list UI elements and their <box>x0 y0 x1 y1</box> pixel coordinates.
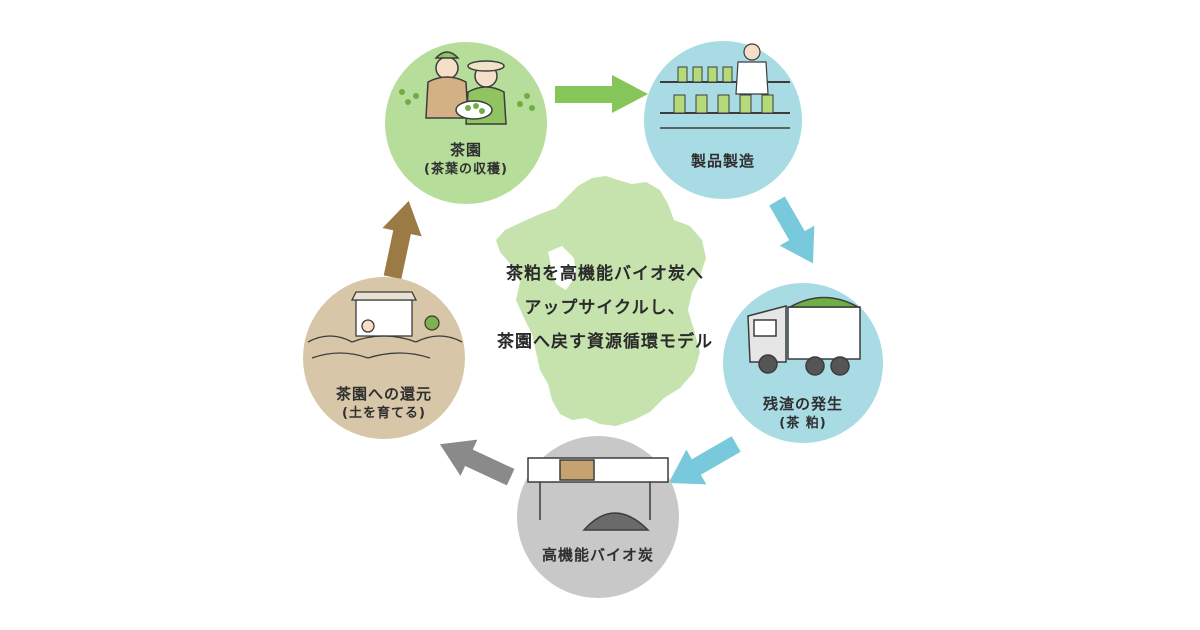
center-title-line-2: アップサイクルし、 <box>524 298 686 318</box>
node-biochar <box>517 436 679 598</box>
label-residue: 残渣の発生 (茶 粕) <box>743 394 863 434</box>
return-title: 茶園への還元 <box>335 385 432 403</box>
arrow-garden-to-manufacturing <box>555 75 648 113</box>
return-subtitle: (土を育てる) <box>342 406 426 421</box>
arrow-residue-to-biochar <box>668 436 741 485</box>
tea-garden-title: 茶園 <box>449 141 482 159</box>
farmers-illustration <box>425 51 507 125</box>
label-return-to-garden: 茶園への還元 (土を育てる) <box>314 384 454 424</box>
center-title-line-3: 茶園へ戻す資源循環モデル <box>497 332 713 352</box>
arrow-return-to-garden <box>382 200 422 280</box>
tea-bush-left <box>399 89 535 111</box>
label-tea-garden: 茶園 (茶葉の収穫) <box>406 140 526 180</box>
bottle-shelf-illustration <box>660 43 790 129</box>
label-manufacturing: 製品製造 <box>663 151 783 171</box>
arrow-manufacturing-to-residue <box>769 196 815 264</box>
tractor-field-illustration <box>307 291 463 359</box>
kyushu-inlet <box>548 246 576 290</box>
manufacturing-title: 製品製造 <box>690 152 755 170</box>
center-title-line-1: 茶粕を高機能バイオ炭へ <box>506 264 704 284</box>
truck-illustration <box>747 296 861 376</box>
tea-garden-subtitle: (茶葉の収穫) <box>424 162 508 177</box>
kiln-illustration <box>527 457 669 531</box>
residue-subtitle: (茶 粕) <box>779 416 827 431</box>
node-residue <box>723 283 883 443</box>
residue-title: 残渣の発生 <box>762 395 843 413</box>
node-tea-garden <box>385 42 547 204</box>
kyushu-map <box>496 176 706 426</box>
node-return-to-garden <box>303 277 465 439</box>
arrow-biochar-to-return <box>439 439 515 486</box>
biochar-title: 高機能バイオ炭 <box>541 546 654 564</box>
label-biochar: 高機能バイオ炭 <box>528 545 668 565</box>
center-title: 茶粕を高機能バイオ炭へ アップサイクルし、 茶園へ戻す資源循環モデル <box>470 257 740 359</box>
node-manufacturing <box>644 41 802 199</box>
